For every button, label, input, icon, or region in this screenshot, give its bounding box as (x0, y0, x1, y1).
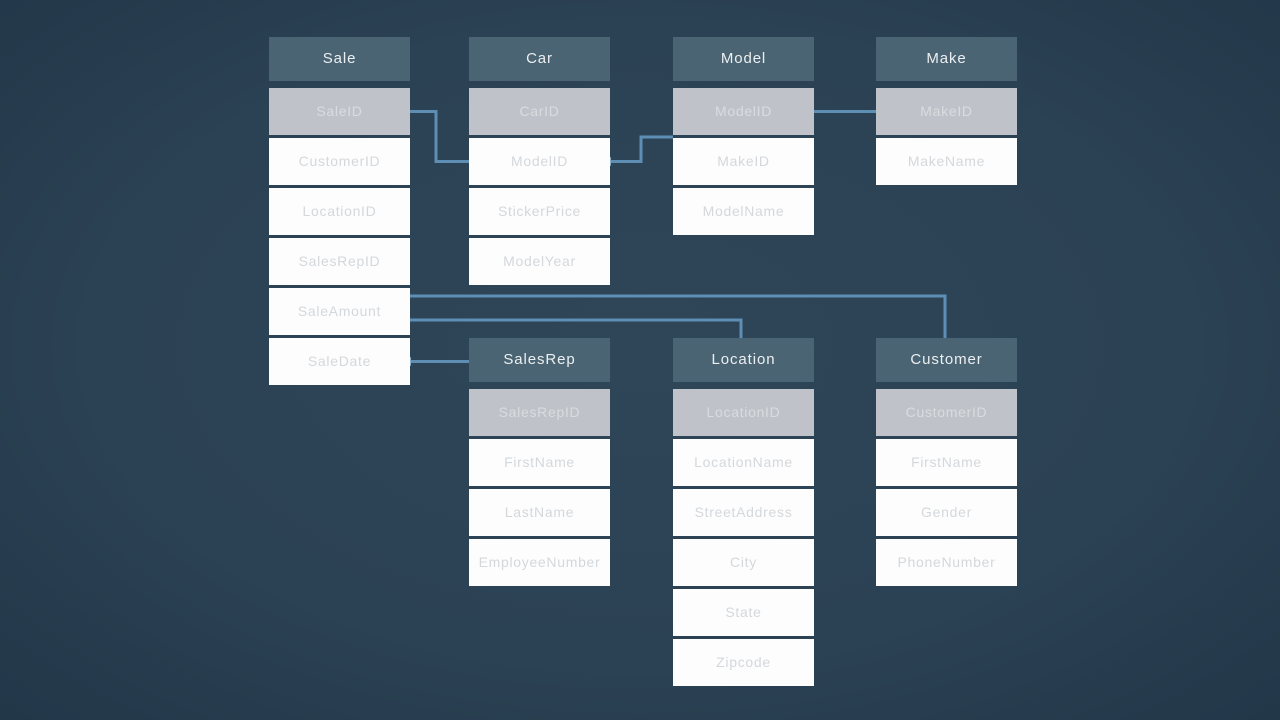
table-row-locationname: LocationName (673, 439, 814, 486)
table-row-firstname: FirstName (876, 439, 1017, 486)
table-row-customerid: CustomerID (269, 138, 410, 185)
table-row-saleid: SaleID (269, 88, 410, 135)
table-row-modelyear: ModelYear (469, 238, 610, 285)
table-title-car: Car (469, 37, 610, 81)
table-row-modelid: ModelID (469, 138, 610, 185)
table-row-firstname: FirstName (469, 439, 610, 486)
table-title-customer: Customer (876, 338, 1017, 382)
table-row-makeid: MakeID (876, 88, 1017, 135)
table-title-model: Model (673, 37, 814, 81)
connector-sale-saleid-to-car-modelid (410, 110, 469, 163)
table-row-salesrepid: SalesRepID (469, 389, 610, 436)
table-row-streetaddress: StreetAddress (673, 489, 814, 536)
table-row-makename: MakeName (876, 138, 1017, 185)
table-row-gender: Gender (876, 489, 1017, 536)
table-row-zipcode: Zipcode (673, 639, 814, 686)
table-row-modelname: ModelName (673, 188, 814, 235)
table-row-state: State (673, 589, 814, 636)
connector-car-modelid-to-model (610, 135, 673, 163)
table-row-salesrepid: SalesRepID (269, 238, 410, 285)
table-row-locationid: LocationID (269, 188, 410, 235)
table-row-saledate: SaleDate (269, 338, 410, 385)
connector-sale-to-location (410, 318, 743, 340)
table-row-employeenumber: EmployeeNumber (469, 539, 610, 586)
table-title-location: Location (673, 338, 814, 382)
table-row-makeid: MakeID (673, 138, 814, 185)
table-row-customerid: CustomerID (876, 389, 1017, 436)
table-row-phonenumber: PhoneNumber (876, 539, 1017, 586)
table-row-lastname: LastName (469, 489, 610, 536)
table-title-salesrep: SalesRep (469, 338, 610, 382)
table-row-locationid: LocationID (673, 389, 814, 436)
table-title-sale: Sale (269, 37, 410, 81)
table-row-stickerprice: StickerPrice (469, 188, 610, 235)
table-title-make: Make (876, 37, 1017, 81)
table-row-saleamount: SaleAmount (269, 288, 410, 335)
table-row-city: City (673, 539, 814, 586)
table-row-modelid: ModelID (673, 88, 814, 135)
connector-sale-to-customer (410, 294, 947, 340)
table-row-carid: CarID (469, 88, 610, 135)
